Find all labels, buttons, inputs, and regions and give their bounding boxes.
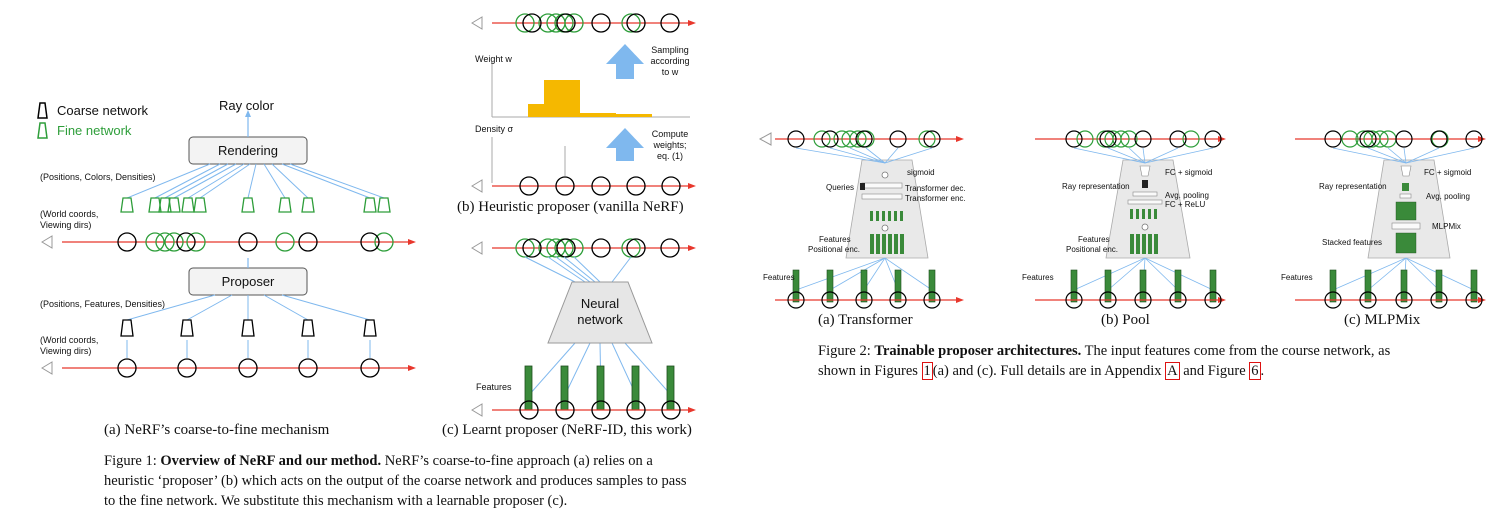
density-axis-label: Density σ [475,124,514,134]
fig2b-diagram [1035,130,1226,309]
features-label: Features [476,382,512,392]
sampling-arrow-icon [606,44,644,79]
weight-axis-label: Weight w [475,54,512,64]
fig2-caption-rest: The input features come from the course … [1081,343,1391,359]
pool-features: Features [1078,235,1110,244]
mlp-fc-sigmoid: FC + sigmoid [1424,168,1472,177]
tr-features-in: Features [763,273,795,282]
fig1-caption-line3: to the fine network. We substitute this … [104,493,568,509]
fig1-caption-line2: heuristic ‘proposer’ (b) which acts on t… [104,473,687,489]
compute-l2: weights; [653,140,687,150]
fig1b-caption: (b) Heuristic proposer (vanilla NeRF) [457,199,684,215]
mlp-features-in: Features [1281,273,1313,282]
mlp-stacked: Stacked features [1322,238,1383,247]
coarse-network-icon [37,102,48,119]
appendix-a-ref-link[interactable]: A [1165,362,1180,380]
figure-6-ref-link[interactable]: 6 [1249,362,1261,380]
fig2a-diagram [758,130,964,309]
fig2c-caption: (c) MLPMix [1344,312,1421,328]
label-world1-l1: (World coords, [40,209,99,219]
mlp-mlpmix: MLPMix [1432,222,1461,231]
proposer-label: Proposer [221,274,275,289]
label-world1-l2: Viewing dirs) [40,220,92,230]
label-pcd: (Positions, Colors, Densities) [40,172,156,182]
legend-fine-label: Fine network [57,123,132,138]
fig2b-caption: (b) Pool [1101,312,1150,328]
neural-l1: Neural [580,296,620,311]
fig1a-diagram [37,102,416,378]
fig2-caption-l2c: and Figure [1179,363,1250,379]
fig1a-caption: (a) NeRF’s coarse-to-fine mechanism [104,422,330,438]
tr-dec: Transformer dec. [905,184,966,193]
fig2-caption-label: Figure 2: [818,343,871,359]
compute-l3: eq. (1) [656,151,683,161]
tr-features: Features [819,235,851,244]
sampling-l3: to w [661,67,679,77]
neural-network-trapezoid [547,281,653,344]
neural-l2: network [577,312,623,327]
tr-sigmoid: sigmoid [907,168,935,177]
fig2-caption-l2a: shown in Figures [818,363,922,379]
figure-1-ref-link[interactable]: 1 [921,362,933,380]
sampling-l2: according [650,56,690,66]
pool-avg: Avg. pooling [1165,191,1209,200]
fig1c-diagram [471,238,696,420]
mlp-avg: Avg. pooling [1426,192,1470,201]
fig1-caption-bold: Overview of NeRF and our method. [160,453,382,469]
pool-fc-sigmoid: FC + sigmoid [1165,168,1213,177]
fig1-caption: Figure 1: Overview of NeRF and our metho… [104,451,729,511]
fig2c-diagram [1295,130,1486,309]
pool-fc-relu: FC + ReLU [1165,200,1206,209]
legend-coarse-label: Coarse network [57,103,149,118]
fig1-caption-label: Figure 1: [104,453,157,469]
label-world2-l2: Viewing dirs) [40,346,92,356]
fig2-caption: Figure 2: Trainable proposer architectur… [818,341,1498,381]
fig1-caption-rest: NeRF’s coarse-to-fine approach (a) relie… [381,453,653,469]
tr-enc: Transformer enc. [905,194,966,203]
rendering-label: Rendering [218,143,278,158]
fig1b-diagram [471,13,696,196]
label-pfd: (Positions, Features, Densities) [40,299,166,309]
fig2a-caption: (a) Transformer [818,312,913,328]
fig1c-caption: (c) Learnt proposer (NeRF-ID, this work) [442,422,692,438]
fig2-caption-bold: Trainable proposer architectures. [874,343,1082,359]
fine-network-icon [37,122,48,139]
pool-features-in: Features [1022,273,1054,282]
pool-ray-rep: Ray representation [1062,182,1130,191]
fig2-caption-l2b: (a) and (c). Full details are in Appendi… [932,363,1166,379]
fig2-caption-l2d: . [1260,363,1265,379]
ray-color-label: Ray color [219,98,274,113]
sampling-l1: Sampling [651,45,689,55]
pool-posenc: Positional enc. [1066,245,1119,254]
compute-arrow-icon [606,128,644,161]
tr-posenc: Positional enc. [808,245,861,254]
mlp-ray-rep: Ray representation [1319,182,1387,191]
tr-queries: Queries [826,183,855,192]
compute-l1: Compute [651,129,689,139]
label-world2-l1: (World coords, [40,335,99,345]
